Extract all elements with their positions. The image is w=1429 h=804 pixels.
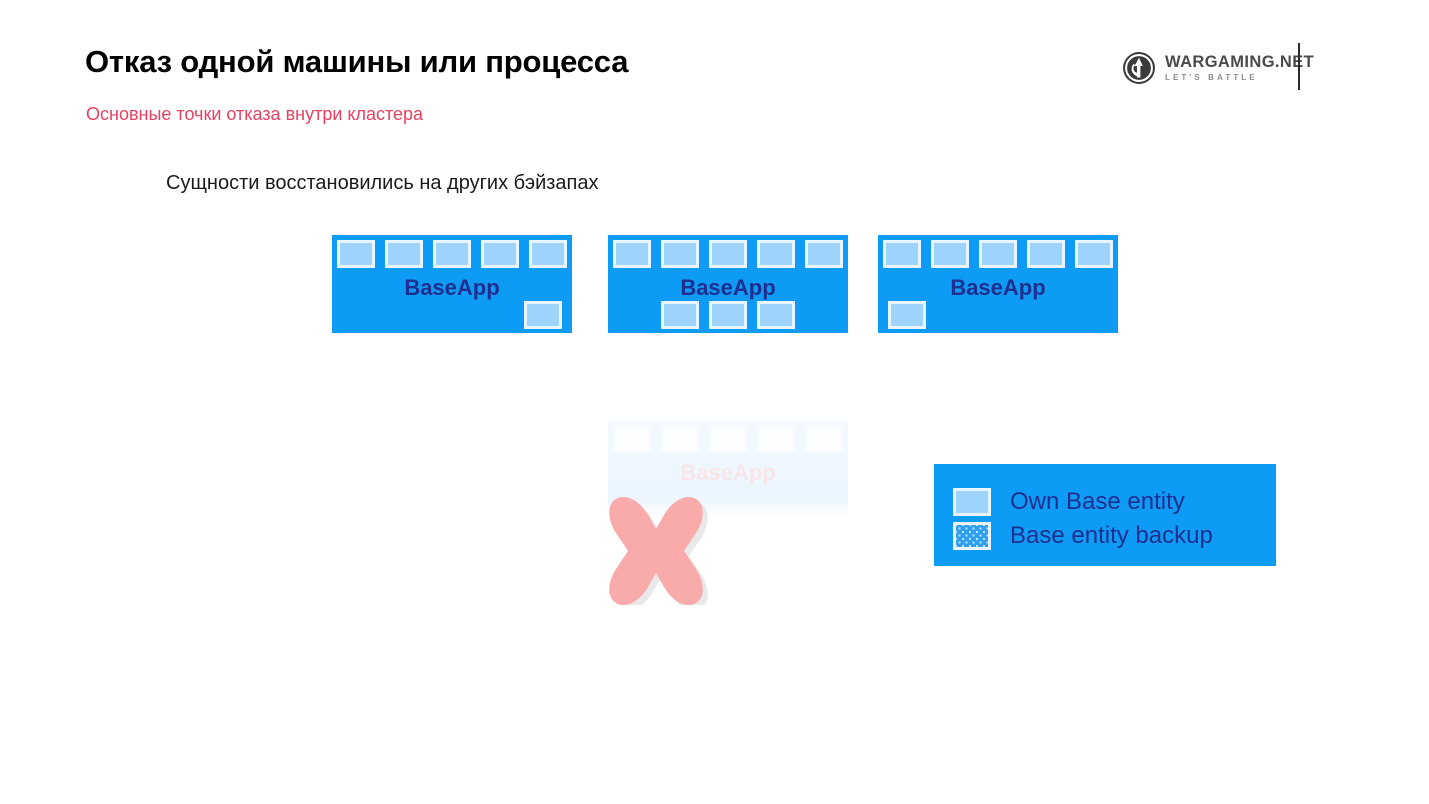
base-entity: [613, 240, 651, 268]
base-entity: [931, 240, 969, 268]
base-entity: [337, 240, 375, 268]
brand-logo: WARGAMING.NET LET'S BATTLE: [1122, 47, 1314, 89]
base-entity: [805, 425, 843, 453]
base-entity: [883, 240, 921, 268]
legend-swatch-solid-icon: [953, 488, 991, 516]
base-entity: [661, 301, 699, 329]
legend-swatch-dotted-icon: [953, 522, 991, 550]
legend-item-own-base-entity: Own Base entity: [953, 488, 1185, 516]
header-divider: [1298, 43, 1300, 90]
base-entity: [757, 425, 795, 453]
base-entity: [529, 240, 567, 268]
logo-tagline: LET'S BATTLE: [1165, 72, 1258, 82]
legend-item-base-entity-backup: Base entity backup: [953, 522, 1213, 550]
base-entity: [709, 240, 747, 268]
baseapp-panel-3: BaseApp: [878, 235, 1118, 333]
baseapp-label: BaseApp: [680, 460, 776, 485]
legend-label: Own Base entity: [1010, 488, 1185, 515]
legend: Own Base entity Base entity backup: [934, 464, 1276, 566]
baseapp-panel-2: BaseApp: [608, 235, 848, 333]
failed-baseapp-panel: BaseApp: [608, 420, 848, 518]
red-x-mark-icon: [609, 497, 708, 605]
base-entity: [661, 240, 699, 268]
base-entity: [613, 425, 651, 453]
baseapp-panel-1: BaseApp: [332, 235, 572, 333]
base-entity: [757, 301, 795, 329]
base-entity: [1075, 240, 1113, 268]
logo-text: WARGAMING.NET LET'S BATTLE: [1165, 54, 1314, 82]
page-subtitle: Основные точки отказа внутри кластера: [86, 104, 424, 124]
baseapp-label: BaseApp: [680, 275, 776, 300]
base-entity: [709, 425, 747, 453]
base-entity: [385, 240, 423, 268]
base-entity: [433, 240, 471, 268]
base-entity: [524, 301, 562, 329]
baseapp-label: BaseApp: [950, 275, 1046, 300]
body-caption: Сущности восстановились на других бэйзап…: [166, 172, 599, 194]
base-entity: [1027, 240, 1065, 268]
base-entity: [805, 240, 843, 268]
base-entity: [979, 240, 1017, 268]
base-entity: [757, 240, 795, 268]
logo-wordmark: WARGAMING.NET: [1165, 53, 1315, 72]
base-entity: [481, 240, 519, 268]
page-title: Отказ одной машины или процесса: [85, 44, 629, 79]
baseapp-label: BaseApp: [404, 275, 500, 300]
failed-panel-body: BaseApp: [608, 420, 848, 518]
base-entity: [661, 425, 699, 453]
legend-label: Base entity backup: [1010, 522, 1213, 549]
wargaming-logo-icon: [1123, 52, 1155, 84]
base-entity: [888, 301, 926, 329]
base-entity: [709, 301, 747, 329]
